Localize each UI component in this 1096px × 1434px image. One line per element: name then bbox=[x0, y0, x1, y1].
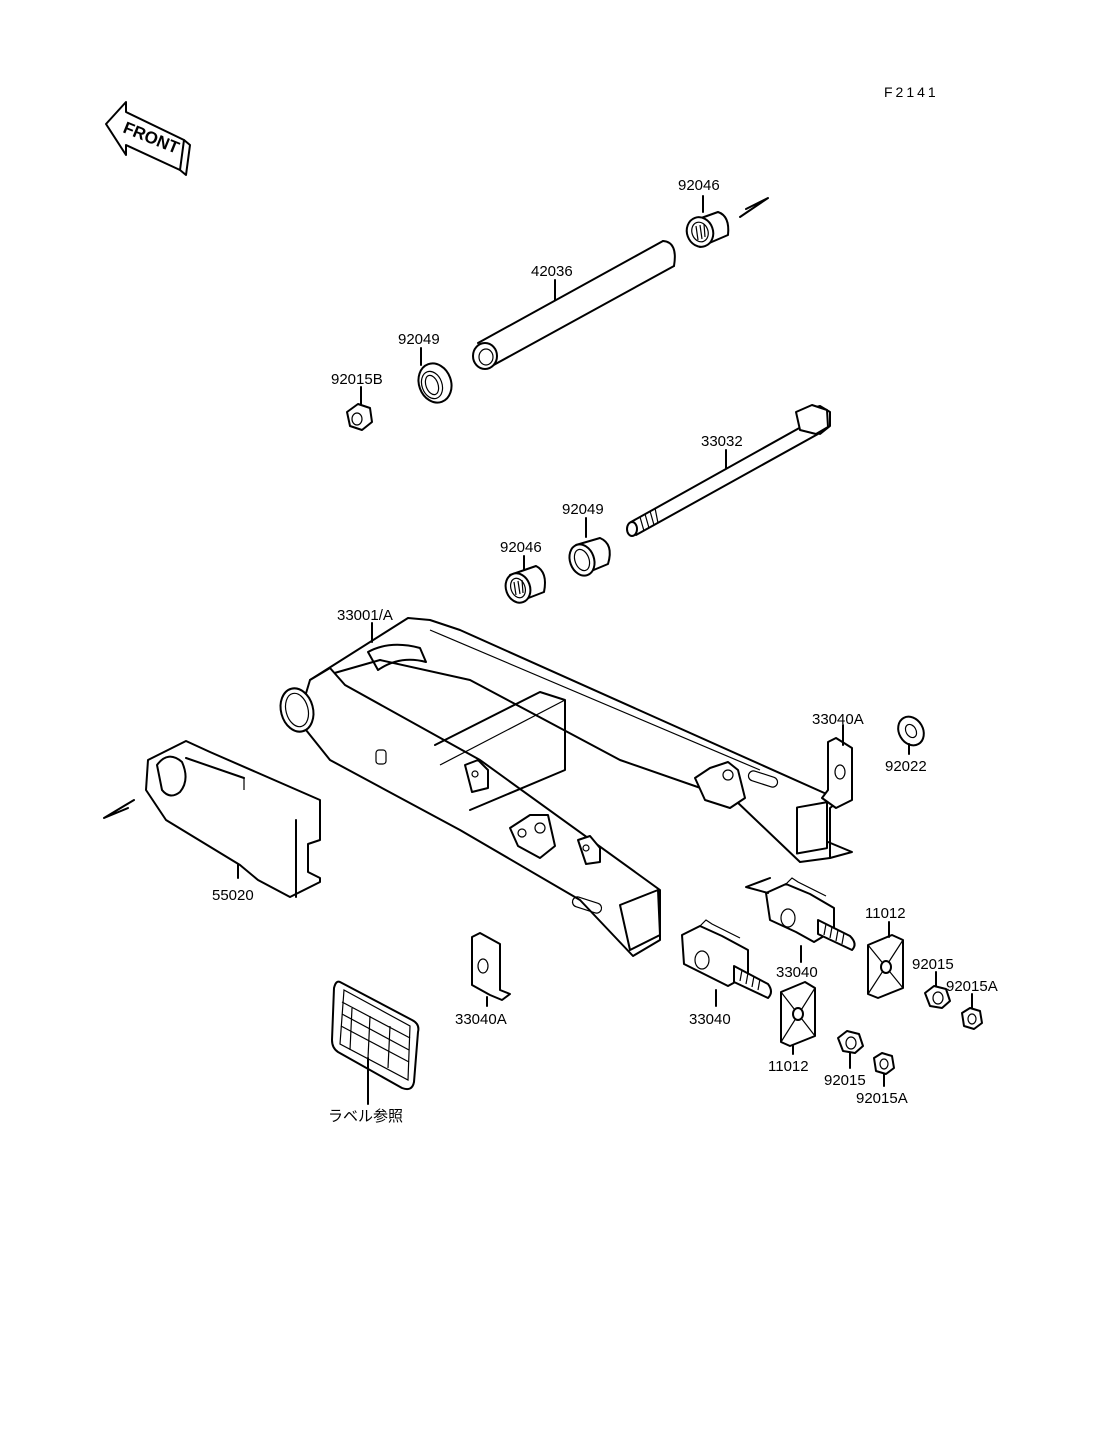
part-42036[interactable]: 42036 bbox=[472, 240, 676, 370]
figure-code: F2141 bbox=[884, 84, 939, 100]
part-92015-top[interactable]: 92015 bbox=[912, 956, 954, 1009]
part-number-55020: 55020 bbox=[212, 887, 254, 904]
part-92015A-bottom[interactable]: 92015A bbox=[856, 1052, 908, 1107]
part-55020[interactable]: 55020 bbox=[145, 740, 321, 904]
part-number-33040A-left: 33040A bbox=[455, 1011, 507, 1028]
part-number-92015A-bottom: 92015A bbox=[856, 1090, 908, 1107]
part-33040-top[interactable]: 33040 bbox=[765, 877, 856, 981]
part-92046-top[interactable]: 92046 bbox=[678, 177, 730, 251]
part-number-92015-top: 92015 bbox=[912, 956, 954, 973]
part-33040-bottom[interactable]: 33040 bbox=[681, 919, 772, 1028]
part-92049-top[interactable]: 92049 bbox=[398, 331, 457, 407]
part-92015A-top[interactable]: 92015A bbox=[946, 978, 998, 1030]
part-number-42036: 42036 bbox=[531, 263, 573, 280]
part-33040A-right[interactable]: 33040A bbox=[812, 711, 864, 809]
part-92015-bottom[interactable]: 92015 bbox=[824, 1030, 866, 1089]
direction-arrow-icon bbox=[739, 197, 769, 218]
front-arrow-icon: FRONT bbox=[105, 101, 191, 176]
part-number-92046-mid: 92046 bbox=[500, 539, 542, 556]
part-label-reference[interactable]: ラベル参照 bbox=[328, 980, 420, 1125]
part-92046-mid[interactable]: 92046 bbox=[500, 539, 546, 606]
part-number-33040-top: 33040 bbox=[776, 964, 818, 981]
part-92015B[interactable]: 92015B bbox=[331, 371, 383, 431]
part-92049-mid[interactable]: 92049 bbox=[562, 501, 611, 579]
part-number-11012-top: 11012 bbox=[865, 905, 906, 922]
part-11012-bottom[interactable]: 11012 bbox=[768, 981, 816, 1075]
part-number-92049-mid: 92049 bbox=[562, 501, 604, 518]
part-number-11012-bottom: 11012 bbox=[768, 1058, 809, 1075]
part-number-33040-bottom: 33040 bbox=[689, 1011, 731, 1028]
direction-arrow-icon bbox=[103, 799, 135, 819]
part-11012-top[interactable]: 11012 bbox=[865, 905, 906, 999]
part-number-92015-bottom: 92015 bbox=[824, 1072, 866, 1089]
part-number-92049-top: 92049 bbox=[398, 331, 440, 348]
part-number-33040A-right: 33040A bbox=[812, 711, 864, 728]
part-33001A-swingarm[interactable]: 33001/A bbox=[276, 607, 841, 957]
part-number-33032: 33032 bbox=[701, 433, 743, 450]
direction-marker-icon bbox=[745, 877, 771, 894]
part-92022[interactable]: 92022 bbox=[885, 712, 929, 775]
part-number-92015B: 92015B bbox=[331, 371, 383, 388]
part-33040A-left[interactable]: 33040A bbox=[455, 932, 511, 1028]
direction-marker-icon bbox=[827, 841, 853, 859]
part-number-92046-top: 92046 bbox=[678, 177, 720, 194]
part-number-label-reference: ラベル参照 bbox=[328, 1108, 403, 1125]
part-33032[interactable]: 33032 bbox=[626, 404, 831, 537]
part-number-92022: 92022 bbox=[885, 758, 927, 775]
part-number-92015A-top: 92015A bbox=[946, 978, 998, 995]
part-number-33001A: 33001/A bbox=[337, 607, 393, 624]
